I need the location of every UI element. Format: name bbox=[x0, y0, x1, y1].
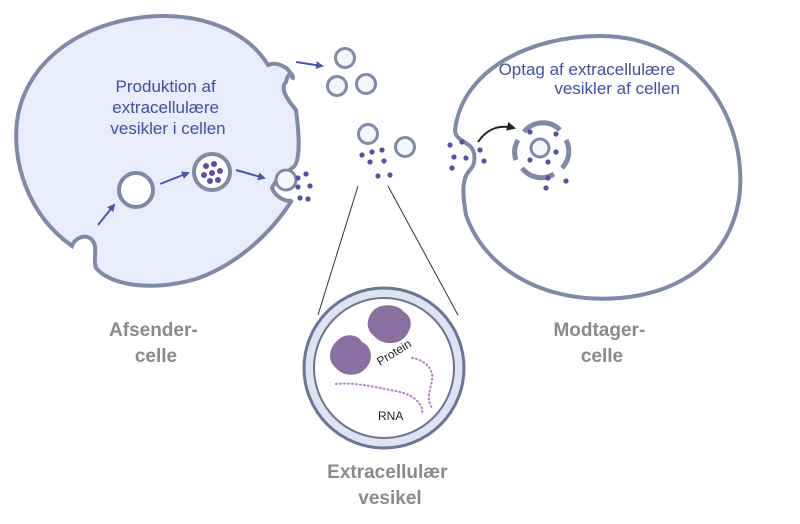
rna-strand-icon bbox=[411, 357, 434, 409]
zoom-line-left bbox=[317, 185, 359, 316]
receiver-cell-body bbox=[452, 33, 743, 301]
microvesicle bbox=[326, 75, 348, 97]
multivesicular-body bbox=[192, 152, 232, 192]
ev-dot bbox=[295, 184, 301, 190]
ev-dot bbox=[545, 175, 551, 181]
protein-blob-icon bbox=[330, 335, 371, 375]
endosome-arc bbox=[522, 120, 562, 134]
sender-process-label: Produktion af extracellulære vesikler i … bbox=[110, 77, 225, 138]
mvb-dot bbox=[209, 170, 215, 176]
microvesicle bbox=[357, 123, 379, 145]
vesicle-label: Extracellulær vesikel bbox=[327, 462, 453, 509]
released-ev-cluster-sender bbox=[295, 171, 313, 202]
receiver-cell-label: Modtager- celle bbox=[553, 320, 650, 367]
arrow-icon bbox=[235, 169, 266, 181]
ev-dot bbox=[303, 171, 309, 177]
ev-dot bbox=[459, 139, 465, 145]
ev-dot bbox=[367, 159, 373, 165]
ev-dot bbox=[307, 183, 313, 189]
ev-dot bbox=[379, 147, 385, 153]
ev-dot bbox=[297, 195, 303, 201]
ev-dot bbox=[477, 147, 483, 153]
extracellular-vesicle-zoom: Protein RNA bbox=[302, 286, 466, 450]
uptake-ev-cluster bbox=[447, 139, 487, 171]
protein-blob-icon bbox=[367, 305, 411, 344]
early-endosome bbox=[117, 171, 155, 209]
ev-dot bbox=[387, 172, 393, 178]
curved-arrow-icon bbox=[477, 121, 516, 143]
arrow-icon bbox=[295, 61, 324, 70]
internalized-vesicle bbox=[529, 137, 551, 159]
sender-cell-label: Afsender- celle bbox=[109, 320, 203, 367]
arrow-icon bbox=[97, 203, 116, 226]
microvesicle bbox=[334, 47, 356, 69]
ev-dot bbox=[543, 185, 549, 191]
endosome-arc bbox=[512, 138, 521, 161]
mvb-dot bbox=[201, 172, 207, 178]
budding-vesicle bbox=[274, 168, 298, 192]
receiver-cell bbox=[452, 33, 743, 301]
ev-dot bbox=[463, 155, 469, 161]
ev-dot bbox=[381, 158, 387, 164]
ev-dot bbox=[563, 178, 569, 184]
ev-dot bbox=[295, 175, 301, 181]
ev-dot bbox=[527, 129, 533, 135]
receiving-endosome bbox=[512, 120, 572, 191]
sender-cell bbox=[14, 13, 301, 288]
mvb-dot bbox=[211, 161, 217, 167]
ev-dot bbox=[553, 149, 559, 155]
endosome-arc bbox=[560, 138, 572, 170]
ev-dot bbox=[449, 165, 455, 171]
ev-dot bbox=[369, 149, 375, 155]
rna-label: RNA bbox=[378, 409, 403, 423]
arrow-icon bbox=[159, 171, 190, 185]
ev-dot bbox=[553, 131, 559, 137]
mvb-dot bbox=[207, 178, 213, 184]
sender-cell-body bbox=[14, 13, 301, 288]
ev-dot bbox=[305, 196, 311, 202]
released-ev-cluster-middle bbox=[359, 147, 393, 179]
endosome-arc bbox=[519, 166, 556, 181]
receiver-process-label: Optag af extracellulære vesikler af cell… bbox=[499, 60, 680, 98]
ev-dot bbox=[375, 173, 381, 179]
ev-dot bbox=[481, 158, 487, 164]
mvb-dot bbox=[203, 163, 209, 169]
microvesicle bbox=[394, 136, 416, 158]
ev-dot bbox=[447, 142, 453, 148]
ev-dot bbox=[359, 152, 365, 158]
mvb-dot bbox=[215, 177, 221, 183]
microvesicle bbox=[355, 73, 377, 95]
ev-dot bbox=[545, 159, 551, 165]
zoom-line-right bbox=[387, 185, 459, 316]
ev-dot bbox=[527, 157, 533, 163]
ev-dot bbox=[451, 154, 457, 160]
rna-strand-icon bbox=[335, 382, 424, 415]
mvb-dot bbox=[217, 168, 223, 174]
